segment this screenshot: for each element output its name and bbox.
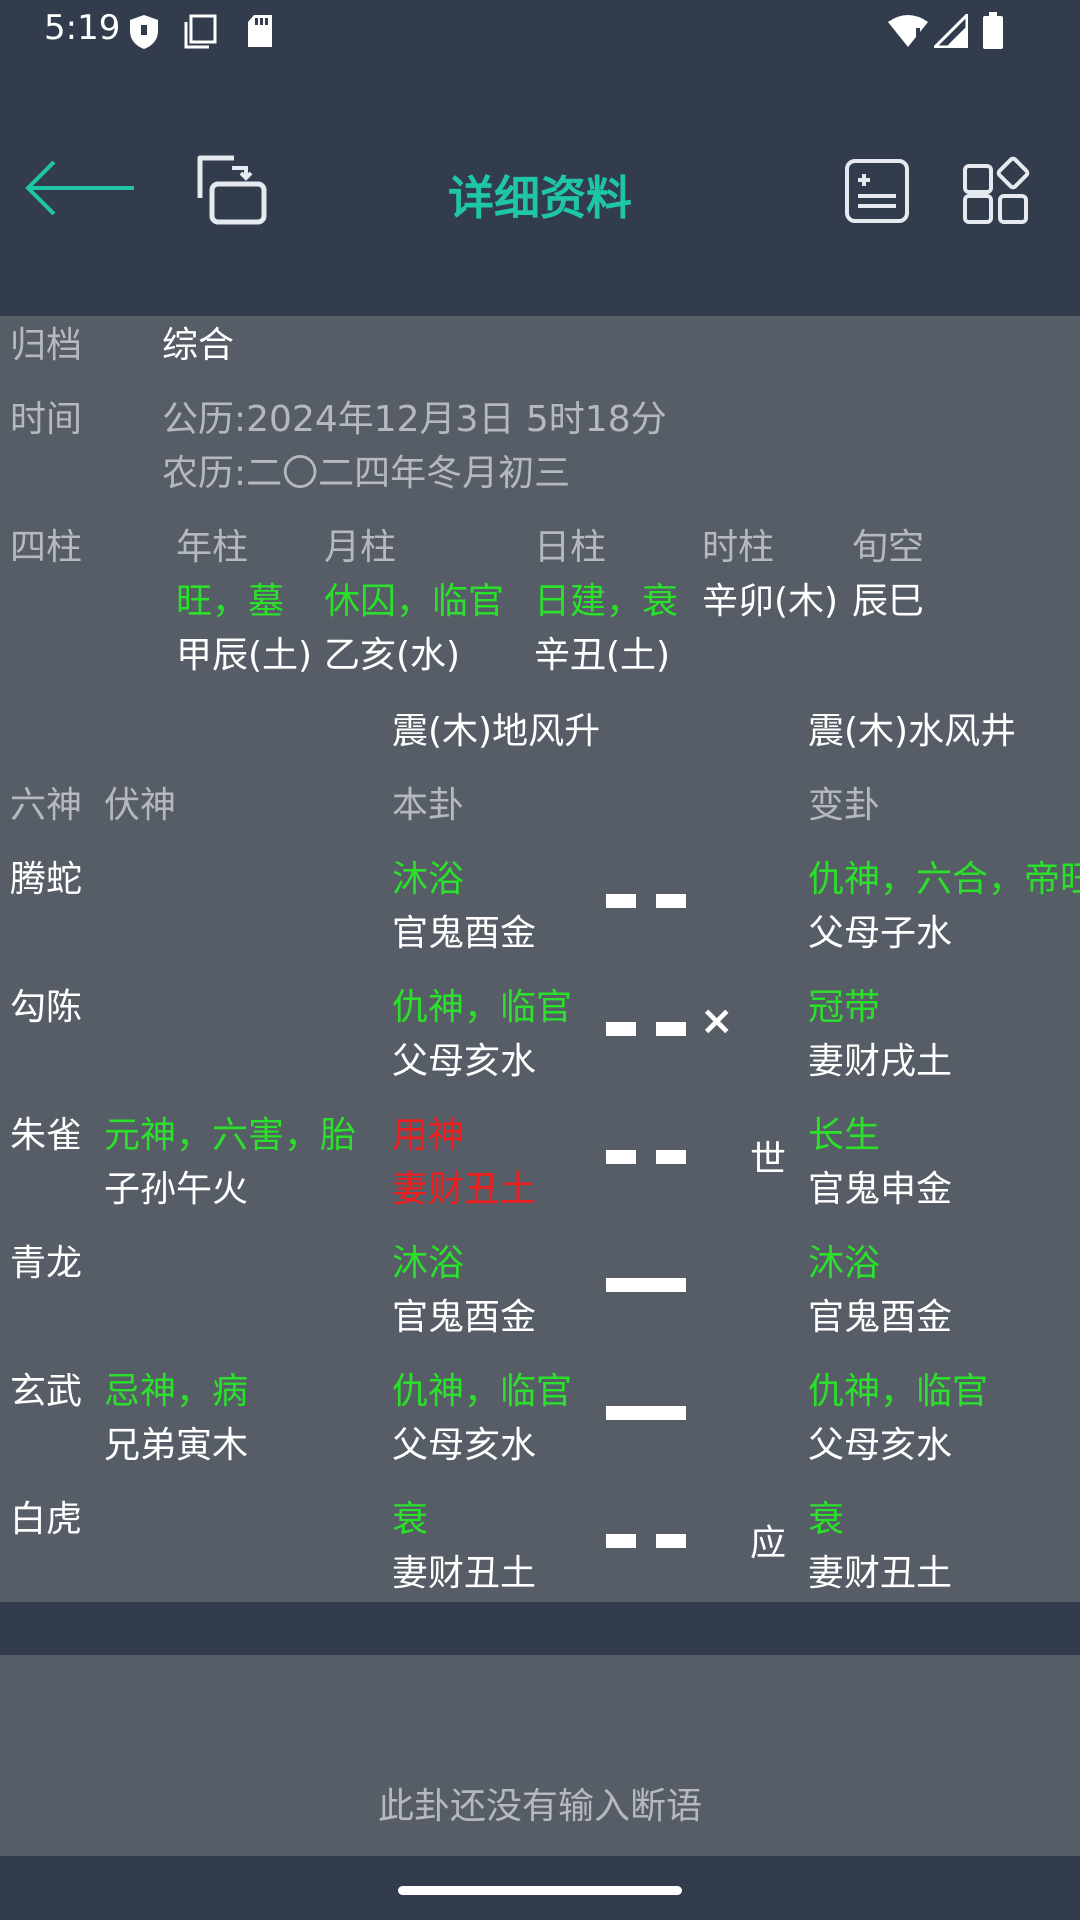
year-pillar-label: 年柱	[176, 527, 249, 568]
yin-line-segment	[656, 1022, 686, 1036]
changed-yao-name: 妻财丑土	[808, 1553, 953, 1594]
sd-card-icon	[248, 15, 272, 47]
main-yao-name: 父母亥水	[392, 1041, 537, 1082]
day-pillar-state: 日建，衰	[534, 581, 679, 622]
main-yao-name: 妻财丑土	[392, 1553, 537, 1594]
hour-pillar-label: 时柱	[702, 527, 775, 568]
battery-icon	[983, 12, 1003, 49]
yin-line-segment	[606, 894, 636, 908]
liushen-name: 腾蛇	[10, 859, 83, 900]
changed-yao-state: 衰	[808, 1499, 845, 1540]
day-pillar-label: 日柱	[534, 527, 607, 568]
detail-panel: 归档 综合 时间 公历:2024年12月3日 5时18分 农历:二〇二四年冬月初…	[0, 316, 1080, 1602]
pillars-label: 四柱	[10, 527, 83, 568]
home-gesture-handle[interactable]	[398, 1886, 682, 1895]
switch-layout-icon[interactable]	[196, 154, 268, 226]
main-yao-state: 仇神，临官	[392, 987, 573, 1028]
shi-ying-marker: 世	[750, 1139, 787, 1180]
changed-gua-name: 震(木)水风井	[808, 711, 1017, 752]
notes-empty-text: 此卦还没有输入断语	[377, 1786, 702, 1827]
changed-yao-name: 父母亥水	[808, 1425, 953, 1466]
main-yao-state: 衰	[392, 1499, 429, 1540]
lunar-date: 农历:二〇二四年冬月初三	[162, 453, 571, 494]
liushen-name: 朱雀	[10, 1115, 83, 1156]
liushen-name: 青龙	[10, 1243, 83, 1284]
yin-line-segment	[606, 1022, 636, 1036]
page-title: 详细资料	[448, 171, 632, 225]
changed-yao-state: 仇神，六合，帝旺	[808, 859, 1080, 900]
archive-value: 综合	[162, 325, 235, 366]
liushen-name: 玄武	[10, 1371, 83, 1412]
notes-icon[interactable]	[844, 158, 910, 224]
main-yao-state: 用神	[392, 1115, 465, 1156]
shi-ying-marker: 应	[750, 1523, 787, 1564]
yin-line-segment	[656, 1534, 686, 1548]
fushen-header: 伏神	[104, 785, 177, 826]
biangua-header: 变卦	[808, 785, 881, 826]
wifi-icon	[888, 15, 928, 47]
changed-yao-state: 仇神，临官	[808, 1371, 989, 1412]
moving-yao-mark: ×	[700, 998, 734, 1044]
liushen-header: 六神	[10, 785, 83, 826]
section-divider	[0, 1602, 1080, 1655]
xunkong-value: 辰巳	[852, 581, 925, 622]
main-yao-state: 仇神，临官	[392, 1371, 573, 1412]
month-pillar-ganzhi: 乙亥(水)	[324, 635, 461, 676]
fushen-state: 忌神，病	[104, 1371, 249, 1412]
year-pillar-ganzhi: 甲辰(土)	[176, 635, 313, 676]
yin-line-segment	[656, 894, 686, 908]
main-yao-name: 妻财丑土	[392, 1169, 537, 1210]
main-yao-state: 沐浴	[392, 1243, 465, 1284]
shield-icon	[130, 15, 158, 49]
main-yao-name: 官鬼酉金	[392, 1297, 537, 1338]
copy-icon	[184, 14, 217, 49]
changed-yao-name: 官鬼申金	[808, 1169, 953, 1210]
dashboard-icon[interactable]	[962, 156, 1030, 224]
hour-pillar-value: 辛卯(木)	[702, 581, 839, 622]
day-pillar-ganzhi: 辛丑(土)	[534, 635, 671, 676]
status-time: 5:19	[44, 8, 121, 48]
status-bar: 5:19	[0, 0, 1080, 62]
month-pillar-state: 休囚，临官	[324, 581, 505, 622]
yin-line-segment	[606, 1534, 636, 1548]
yin-line-segment	[656, 1150, 686, 1164]
solar-date: 公历:2024年12月3日 5时18分	[162, 399, 667, 440]
yin-line-segment	[606, 1150, 636, 1164]
bengua-header: 本卦	[392, 785, 465, 826]
navigation-bar	[0, 1856, 1080, 1920]
fushen-name: 子孙午火	[104, 1169, 249, 1210]
changed-yao-state: 沐浴	[808, 1243, 881, 1284]
signal-icon	[934, 14, 968, 48]
liushen-name: 白虎	[10, 1499, 83, 1540]
changed-yao-name: 妻财戌土	[808, 1041, 953, 1082]
changed-yao-state: 冠带	[808, 987, 881, 1028]
yang-line	[606, 1278, 686, 1292]
changed-yao-name: 官鬼酉金	[808, 1297, 953, 1338]
main-yao-state: 沐浴	[392, 859, 465, 900]
notes-panel[interactable]: 此卦还没有输入断语	[0, 1655, 1080, 1856]
changed-yao-state: 长生	[808, 1115, 881, 1156]
fushen-name: 兄弟寅木	[104, 1425, 249, 1466]
month-pillar-label: 月柱	[324, 527, 397, 568]
archive-label: 归档	[10, 325, 83, 366]
main-gua-name: 震(木)地风升	[392, 711, 601, 752]
changed-yao-name: 父母子水	[808, 913, 953, 954]
yang-line	[606, 1406, 686, 1420]
back-arrow-icon[interactable]	[24, 160, 136, 216]
fushen-state: 元神，六害，胎	[104, 1115, 357, 1156]
time-label: 时间	[10, 399, 83, 440]
main-yao-name: 父母亥水	[392, 1425, 537, 1466]
main-yao-name: 官鬼酉金	[392, 913, 537, 954]
xunkong-label: 旬空	[852, 527, 925, 568]
app-bar: 详细资料	[0, 62, 1080, 316]
liushen-name: 勾陈	[10, 987, 83, 1028]
year-pillar-state: 旺，墓	[176, 581, 285, 622]
